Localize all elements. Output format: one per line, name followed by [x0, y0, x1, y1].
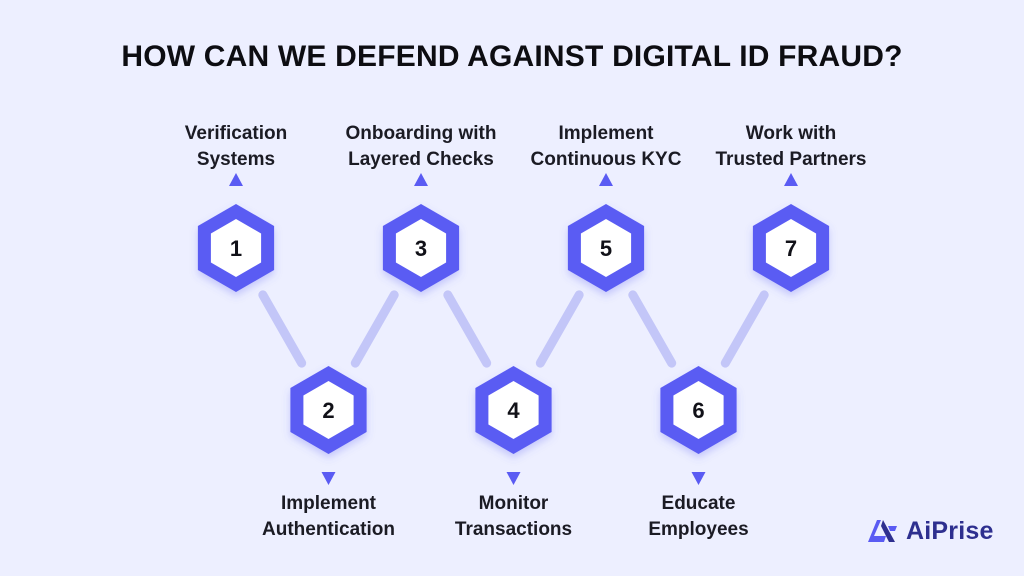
step-6-node: 6: [660, 366, 737, 454]
label-line-2: Systems: [196, 149, 276, 170]
step-3-node: 3: [382, 204, 460, 292]
label-line-1: Implement: [558, 123, 654, 144]
label-line-2: Transactions: [454, 519, 573, 540]
label-line-1: Verification: [184, 123, 288, 144]
step-number: 1: [230, 236, 242, 261]
brand-name: AiPrise: [906, 516, 994, 545]
label-line-2: Trusted Partners: [715, 149, 867, 170]
arrow-up-icon: [784, 173, 798, 186]
step-number: 7: [785, 236, 797, 261]
connector-line: [720, 290, 769, 368]
arrow-down-icon: [506, 472, 521, 485]
page-title: HOW CAN WE DEFEND AGAINST DIGITAL ID FRA…: [121, 40, 903, 73]
connectors: [258, 290, 769, 368]
label-line-1: Monitor: [478, 493, 549, 514]
label-line-2: Continuous KYC: [530, 149, 682, 170]
step-2-node: 2: [290, 366, 367, 454]
arrow-down-icon: [321, 472, 336, 485]
connector-line: [258, 290, 307, 368]
label-line-1: Implement: [280, 493, 377, 514]
arrows: [229, 173, 798, 485]
hexagon-inner: [580, 219, 632, 277]
step-4-node: 4: [475, 366, 552, 454]
arrow-up-icon: [599, 173, 613, 186]
connector-line: [350, 290, 399, 368]
connector-line: [443, 290, 492, 368]
step-7-node: 7: [752, 204, 830, 292]
step-number: 3: [415, 236, 427, 261]
hexagon-inner: [765, 219, 817, 277]
hexagon-inner: [395, 219, 447, 277]
label-line-2: Employees: [648, 519, 749, 540]
label-line-1: Educate: [661, 493, 736, 514]
step-number: 6: [692, 398, 704, 423]
hexagons: 1 2 3 4 5 6 7: [197, 204, 830, 454]
label-line-2: Authentication: [262, 519, 395, 540]
hexagon-inner: [303, 381, 354, 439]
label-line-1: Onboarding with: [345, 123, 497, 144]
connector-line: [535, 290, 584, 368]
step-1-node: 1: [197, 204, 275, 292]
arrow-up-icon: [414, 173, 428, 186]
hexagon-inner: [673, 381, 724, 439]
arrow-up-icon: [229, 173, 243, 186]
brand-logo: AiPrise: [864, 514, 994, 548]
aiprise-logo-icon: [868, 520, 897, 542]
hexagon-inner: [488, 381, 539, 439]
label-line-1: Work with: [745, 123, 837, 144]
arrow-down-icon: [691, 472, 706, 485]
hexagon-inner: [210, 219, 262, 277]
step-number: 5: [600, 236, 612, 261]
connector-line: [628, 290, 677, 368]
label-line-2: Layered Checks: [348, 149, 494, 170]
step-number: 4: [507, 398, 520, 423]
step-5-node: 5: [567, 204, 645, 292]
step-number: 2: [322, 398, 334, 423]
